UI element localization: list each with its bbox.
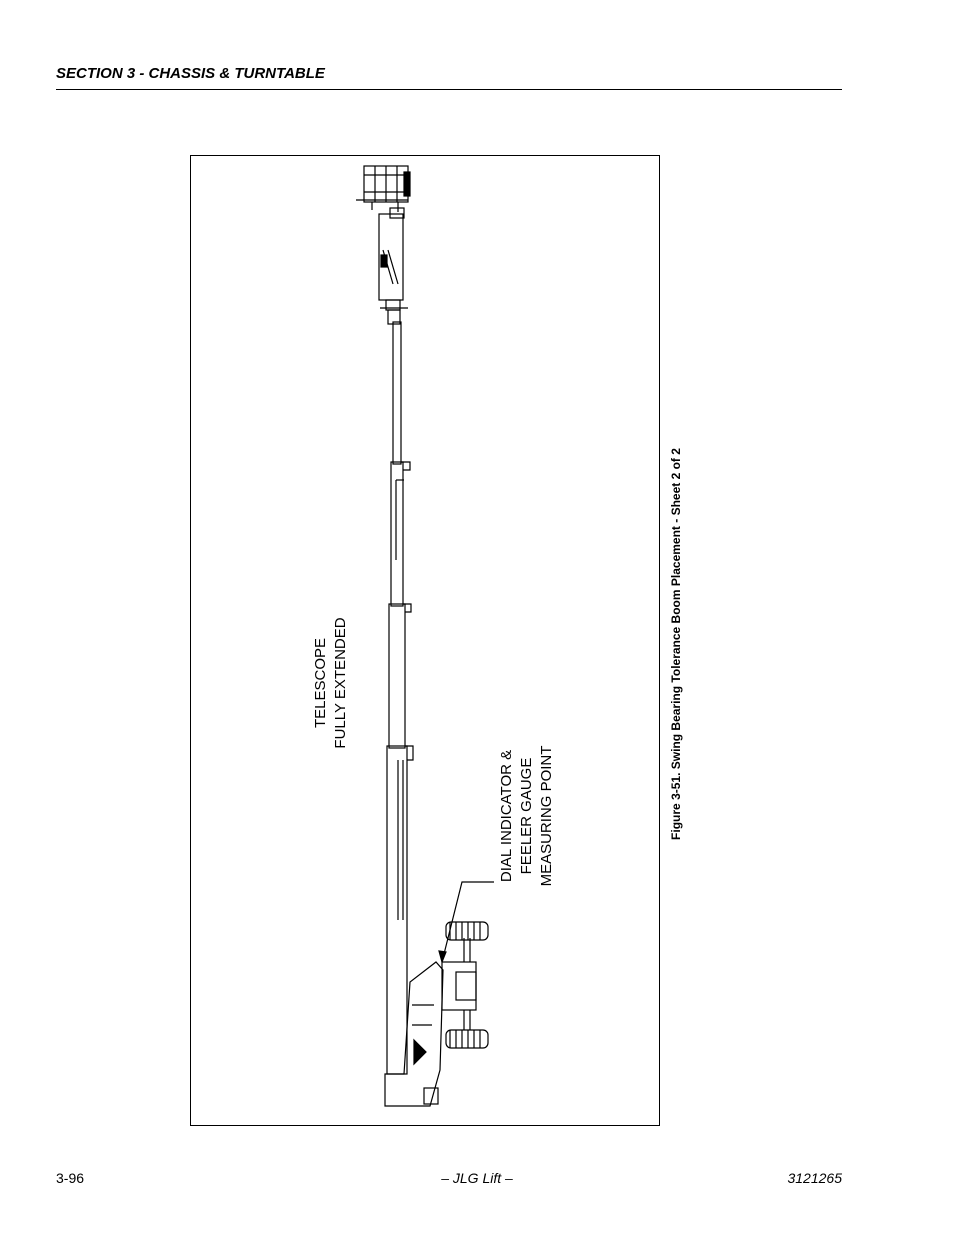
section-title: SECTION 3 - CHASSIS & TURNTABLE [56, 65, 325, 82]
footer-brand: – JLG Lift – [441, 1170, 513, 1186]
figure-frame [190, 155, 660, 1126]
telescope-callout-line-1: TELESCOPE [312, 637, 329, 729]
measuring-point-leader [438, 881, 494, 964]
document-number: 3121265 [787, 1170, 842, 1186]
dial-indicator-callout-line-1: DIAL INDICATOR & [498, 749, 515, 883]
turntable [384, 961, 444, 1107]
telescope-callout-line-2: FULLY EXTENDED [332, 617, 349, 749]
dial-indicator-callout-line-2: FEELER GAUGE [518, 757, 535, 875]
dial-indicator-callout-line-3: MEASURING POINT [538, 745, 555, 887]
chassis [441, 921, 489, 1049]
platform-basket [356, 165, 411, 212]
telescoping-boom [386, 321, 414, 1075]
figure-caption: Figure 3-51. Swing Bearing Tolerance Boo… [669, 448, 683, 840]
page-number: 3-96 [56, 1170, 85, 1186]
telescope-callout: TELESCOPE FULLY EXTENDED [311, 617, 351, 748]
jib-assembly [378, 207, 408, 325]
dial-indicator-callout: DIAL INDICATOR & FEELER GAUGE MEASURING … [497, 746, 557, 887]
header-divider [56, 89, 842, 90]
